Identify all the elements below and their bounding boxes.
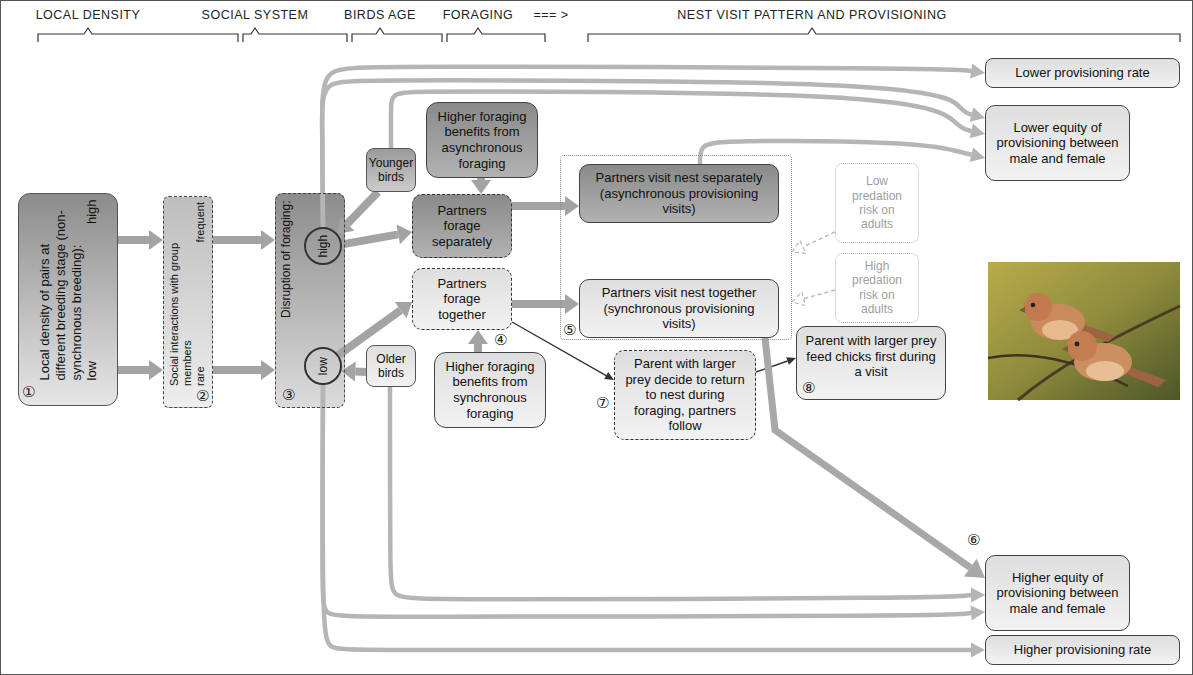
outcome-box: Higher provisioning rate	[985, 635, 1180, 665]
age-box: Younger birds	[366, 148, 416, 192]
arrow	[213, 366, 261, 374]
node-text: frequent	[194, 202, 207, 242]
callout-number: ④	[494, 333, 507, 348]
header-label: NEST VISIT PATTERN AND PROVISIONING	[612, 9, 1012, 22]
node-text: High predation risk on adults	[842, 259, 912, 317]
node-text: Social interactions with group members	[168, 202, 194, 386]
disruption-band: high low Disruption of foraging:	[275, 193, 345, 408]
foraging-box: Partners forage together	[412, 268, 512, 330]
arrow	[477, 178, 485, 180]
bird-tail	[1126, 366, 1166, 387]
node-text: Partners forage together	[419, 276, 505, 323]
benefit-box: Higher foraging benefits from asynchrono…	[426, 102, 538, 178]
bird-head	[1024, 293, 1052, 321]
node-text: Parent with larger prey decide to return…	[621, 356, 749, 434]
node-text: Low predation risk on adults	[842, 174, 912, 232]
node-text: Higher foraging benefits from synchronou…	[441, 359, 539, 421]
age-box: Older birds	[366, 345, 416, 387]
predation-box: High predation risk on adults	[835, 253, 919, 323]
arrow	[512, 202, 565, 210]
bird-belly	[1086, 361, 1124, 381]
visit-group: Partners visit nest separately (asynchro…	[560, 155, 792, 340]
arrow	[512, 300, 565, 308]
bird-head	[1067, 331, 1097, 361]
bird-beak	[1019, 307, 1025, 313]
process-box: Parent with larger prey decide to return…	[614, 350, 756, 440]
node-text: high	[83, 199, 99, 224]
node-text: Parent with larger prey feed chicks firs…	[803, 333, 939, 380]
rotated-text-frame: Disruption of foraging:	[276, 194, 343, 406]
visit-box: Partners visit nest together (synchronou…	[579, 279, 779, 338]
node-text: Higher provisioning rate	[1014, 642, 1151, 658]
header-label: BIRDS AGE	[180, 9, 580, 22]
arrow	[118, 236, 149, 244]
bracket	[447, 28, 545, 42]
callout-number: ⑧	[802, 381, 815, 396]
node-text: ⑤	[563, 323, 576, 338]
node-text: Lower equity of provisioning between mal…	[992, 120, 1123, 167]
node-text: Partners forage separately	[419, 203, 505, 250]
rotated-text-frame: Local density of pairs at different bree…	[19, 194, 116, 404]
callout-number: ①	[22, 385, 35, 400]
arrow	[213, 236, 261, 244]
density-band: Local density of pairs at different bree…	[18, 193, 118, 406]
visit-box: Partners visit nest separately (asynchro…	[579, 164, 779, 223]
node-text: Partners visit nest separately (asynchro…	[586, 170, 772, 217]
node-text: Lower provisioning rate	[1015, 65, 1149, 81]
node-text: low	[83, 360, 99, 380]
predation-box: Low predation risk on adults	[835, 163, 919, 243]
level-circle: high	[304, 227, 342, 265]
benefit-box: Higher foraging benefits from synchronou…	[434, 352, 546, 428]
bird-photo	[988, 262, 1180, 400]
rotated-text-frame: Social interactions with group membersra…	[164, 197, 211, 406]
node-text: Younger birds	[369, 156, 413, 185]
bracket	[38, 28, 238, 42]
level-circle: low	[304, 347, 342, 385]
outcome-box: Higher equity of provisioning between ma…	[985, 555, 1130, 631]
node-text: Higher foraging benefits from asynchrono…	[433, 109, 531, 171]
node-text: Partners visit nest together (synchronou…	[586, 285, 772, 332]
bracket	[352, 28, 442, 42]
outcome-box: Lower equity of provisioning between mal…	[985, 105, 1130, 181]
callout-number: ②	[196, 389, 209, 404]
node-text: Local density of pairs at different bree…	[36, 199, 83, 380]
callout-number: ⑥	[967, 533, 980, 548]
bracket	[588, 28, 1180, 42]
arrow	[804, 290, 835, 299]
bird-eye	[1031, 303, 1036, 308]
outcome-box: Lower provisioning rate	[985, 58, 1180, 88]
arrow	[803, 232, 835, 247]
header-brackets	[38, 28, 1180, 42]
callout-number: ⑦	[596, 396, 609, 411]
bracket	[243, 28, 347, 42]
bird-eye	[1075, 342, 1080, 347]
photo-ground	[988, 262, 1180, 400]
node-text: low	[316, 357, 330, 375]
level-row: rare frequent	[194, 202, 207, 386]
level-row: low high	[83, 199, 99, 380]
process-box: Parent with larger prey feed chicks firs…	[796, 326, 946, 400]
band-fill	[275, 193, 345, 408]
arrow	[474, 344, 482, 352]
node-text: rare	[194, 366, 207, 386]
arrow	[342, 234, 398, 244]
arrow	[118, 366, 149, 374]
node-text: Disruption of foraging:	[278, 200, 292, 400]
foraging-box: Partners forage separately	[412, 194, 512, 258]
arrow	[347, 192, 378, 224]
node-text: high	[316, 235, 330, 258]
node-text: Older birds	[373, 352, 409, 381]
header-label: FORAGING	[278, 9, 678, 22]
bird-beak	[1062, 346, 1068, 352]
arrow	[700, 141, 971, 164]
callout-number: ③	[282, 388, 295, 403]
node-text: Higher equity of provisioning between ma…	[992, 570, 1123, 617]
arrow	[355, 368, 366, 376]
social-band: Social interactions with group membersra…	[163, 196, 213, 408]
